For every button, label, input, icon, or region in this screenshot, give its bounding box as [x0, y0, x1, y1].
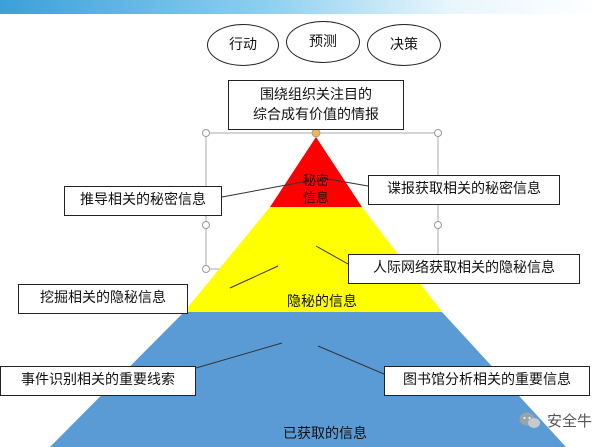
watermark-text: 安全牛	[546, 412, 592, 430]
wechat-icon	[519, 412, 540, 428]
decision-oval: 决策	[367, 24, 441, 66]
predict-oval: 预测	[286, 21, 360, 63]
connector-line	[221, 180, 309, 198]
layer-bottom	[50, 312, 566, 447]
watermark: 安全牛	[519, 410, 592, 431]
callout-left-top: 推导相关的秘密信息	[64, 186, 222, 216]
layer-middle	[184, 207, 442, 312]
layer-top	[270, 137, 362, 207]
top-layer-label: 秘密	[303, 173, 329, 189]
apex-dot	[311, 128, 321, 138]
apex-box-line: 围绕组织关注目的	[260, 87, 372, 103]
selection-handle[interactable]	[434, 129, 442, 137]
connector-line	[317, 345, 385, 375]
callout-left-mid: 挖掘相关的隐秘信息	[18, 284, 188, 314]
apex-box-line: 综合成有价值的情报	[253, 107, 379, 123]
callout-right-top: 谍报获取相关的秘密信息	[368, 175, 560, 205]
bottom-layer-label: 已获取的信息	[283, 425, 367, 442]
selection-handle[interactable]	[202, 129, 210, 137]
selection-handle[interactable]	[434, 221, 442, 229]
connector-line	[195, 342, 283, 369]
top-accent-bar	[0, 0, 600, 14]
middle-layer-label: 隐秘的信息	[287, 293, 357, 310]
top-layer-label: 信息	[303, 190, 329, 206]
connector-line	[229, 265, 279, 289]
callout-right-bottom: 图书馆分析相关的重要信息	[384, 366, 590, 396]
connector-line	[315, 245, 349, 265]
selection-handle[interactable]	[202, 221, 210, 229]
selection-handle[interactable]	[202, 265, 210, 273]
callout-right-mid: 人际网络获取相关的隐秘信息	[348, 254, 580, 284]
apex-box: 围绕组织关注目的 综合成有价值的情报	[228, 80, 404, 130]
connector-line	[321, 177, 369, 187]
callout-left-bottom: 事件识别相关的重要线索	[0, 366, 196, 396]
action-oval: 行动	[207, 24, 279, 66]
